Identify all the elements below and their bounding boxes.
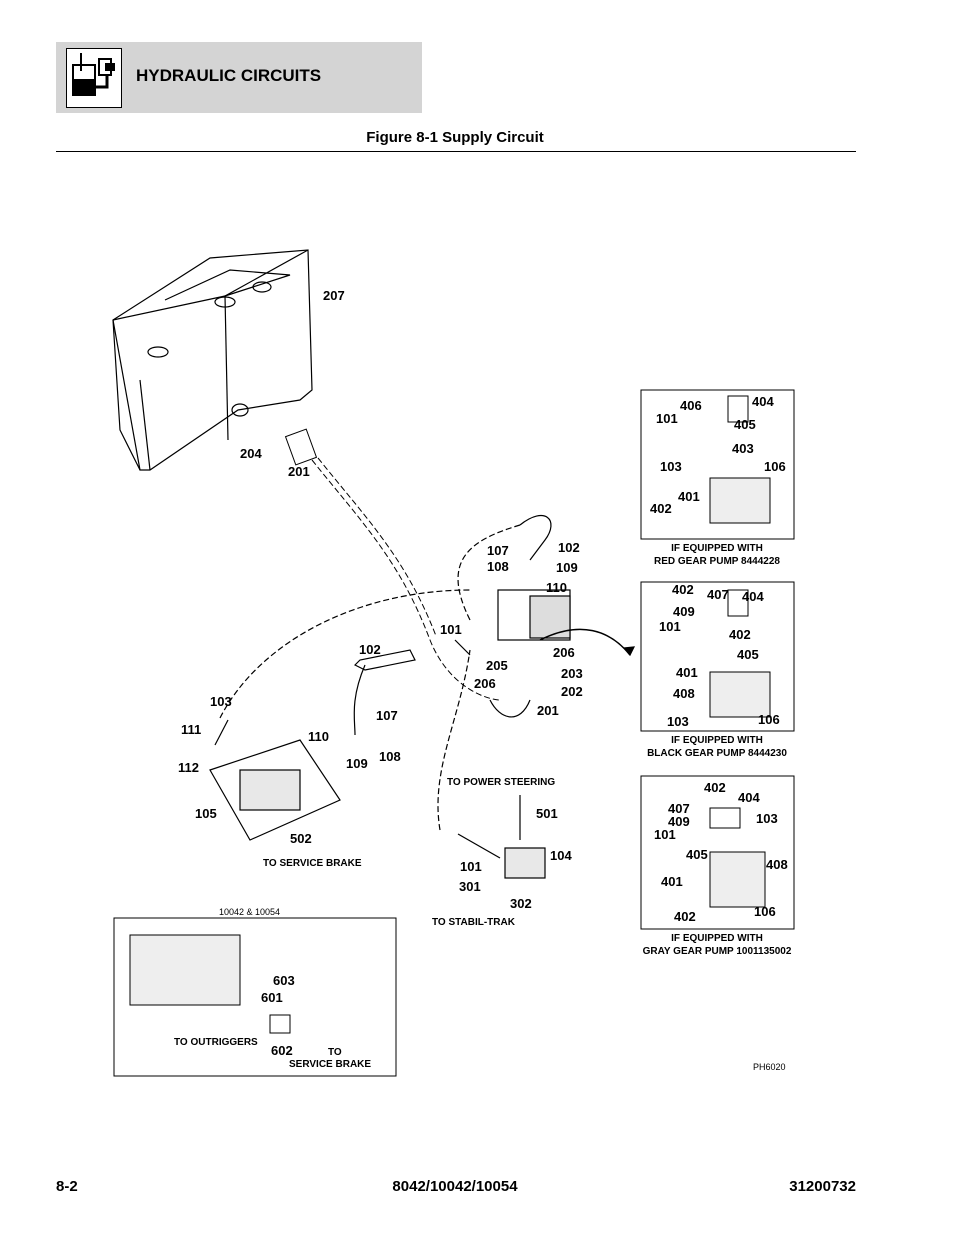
gray-inset-caption: GRAY GEAR PUMP 1001135002 [643,946,792,957]
callout-fitting: 109 [346,756,368,771]
black-inset-caption: BLACK GEAR PUMP 8444230 [647,748,787,759]
figure-title: Figure 8-1 Supply Circuit [366,129,544,146]
callout-red: 103 [660,459,682,474]
hydraulic-circuit-icon [66,48,122,108]
callout-red: 406 [680,398,702,413]
section-title: HYDRAULIC CIRCUITS [136,66,322,85]
red-inset-caption: IF EQUIPPED WITH [671,543,763,554]
callout-fitting: 107 [376,708,398,723]
callout-pump: 101 [440,622,462,637]
callout-pump: 108 [487,559,509,574]
note-service-brake: TO SERVICE BRAKE [263,858,362,869]
header-rule [56,151,856,152]
red-pump-inset-frame [640,389,795,540]
callout-pump: 206 [474,676,496,691]
callout-ps: 101 [460,859,482,874]
callout-valve: 111 [181,722,201,737]
note-service-brake-inset: SERVICE BRAKE [289,1059,371,1070]
section-header: HYDRAULIC CIRCUITS [56,42,422,113]
main-control-valve [209,589,471,841]
note-power-steering: TO POWER STEERING [447,777,555,788]
callout-red: 405 [734,417,756,432]
callout-valve: 112 [178,760,199,775]
callout-red: 101 [656,411,678,426]
gray-inset-caption: IF EQUIPPED WITH [671,933,763,944]
callout-fitting: 108 [379,749,401,764]
callout-gray: 106 [754,904,776,919]
callout-pump: 110 [546,580,567,595]
callout-gray: 405 [686,847,708,862]
callout-black: 106 [758,712,780,727]
note-outriggers: TO OUTRIGGERS [174,1037,258,1048]
black-inset-caption: IF EQUIPPED WITH [671,735,763,746]
models-inset-title: 10042 & 10054 [219,907,280,917]
callout-valve: 502 [290,831,312,846]
figure-code: PH6020 [753,1062,786,1072]
callout-hose: 102 [359,642,381,657]
callout-red: 401 [678,489,700,504]
page-number: 8-2 [56,1178,78,1195]
models-inset-frame [113,917,397,1077]
callout-tank: 207 [323,288,345,303]
callout-ps: 104 [550,848,572,863]
callout-black: 402 [729,627,751,642]
callout-gray: 401 [661,874,683,889]
callout-pump: 201 [537,703,559,718]
black-pump-inset-frame [640,581,795,732]
callout-ps: 301 [459,879,481,894]
callout-gray: 101 [654,827,676,842]
document-number: 31200732 [789,1178,856,1195]
callout-fitting: 110 [308,729,329,744]
gray-pump-inset-frame [640,775,795,930]
callout-red: 106 [764,459,786,474]
callout-gray: 402 [704,780,726,795]
callout-gray: 407 [668,801,690,816]
callout-inset: 601 [261,990,283,1005]
model-numbers: 8042/10042/10054 [392,1178,518,1195]
callout-pump: 206 [553,645,575,660]
callout-pump: 107 [487,543,509,558]
red-inset-caption: RED GEAR PUMP 8444228 [654,556,780,567]
callout-pump: 205 [486,658,508,673]
callout-black: 405 [737,647,759,662]
callout-fitting: 204 [240,446,262,461]
callout-red: 402 [650,501,672,516]
callout-hose: 201 [288,464,310,479]
callout-black: 407 [707,587,729,602]
callout-ps: 501 [536,806,558,821]
callout-gray: 402 [674,909,696,924]
callout-ps: 302 [510,896,532,911]
callout-red: 404 [752,394,774,409]
priority-valve [437,649,546,879]
note-service-brake-inset: TO [328,1047,342,1058]
hydraulic-pump [454,514,636,718]
callout-valve: 105 [195,806,217,821]
callout-black: 103 [667,714,689,729]
callout-pump: 102 [558,540,580,555]
callout-inset: 602 [271,1043,293,1058]
callout-pump: 109 [556,560,578,575]
callout-black: 401 [676,665,698,680]
callout-black: 404 [742,589,764,604]
inset-pump-shapes [129,395,771,1034]
suction-hose [284,428,501,701]
callout-valve: 103 [210,694,232,709]
note-stabil-trak: TO STABIL-TRAK [432,917,516,928]
callout-gray: 409 [668,814,690,829]
callout-black: 408 [673,686,695,701]
callout-gray: 408 [766,857,788,872]
callout-inset: 603 [273,973,295,988]
callout-gray: 404 [738,790,760,805]
callout-black: 101 [659,619,681,634]
callout-gray: 103 [756,811,778,826]
callout-black: 409 [673,604,695,619]
callout-pump: 202 [561,684,583,699]
callout-red: 403 [732,441,754,456]
callout-pump: 203 [561,666,583,681]
hydraulic-tank [112,249,313,471]
callout-black: 402 [672,582,694,597]
